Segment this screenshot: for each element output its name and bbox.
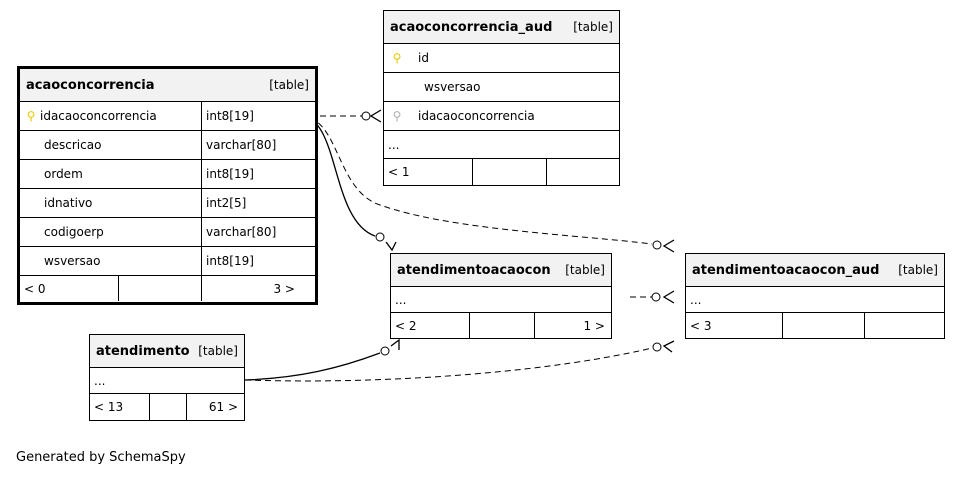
column-type: int2[5] <box>201 189 301 217</box>
rel-atendacao-aud-crowfoot-1 <box>662 239 675 253</box>
primary-key-icon: ⚲ <box>392 51 402 65</box>
column-row-codigoerp[interactable]: codigoerp varchar[80] <box>20 218 315 247</box>
parents-count[interactable]: 3 > <box>201 276 301 301</box>
column-name: ordem <box>44 167 83 181</box>
column-row-wsversao[interactable]: wsversao int8[19] <box>20 247 315 276</box>
rel-atend-atendacao-aud-end-circle <box>652 342 662 352</box>
column-row-idnativo[interactable]: idnativo int2[5] <box>20 189 315 218</box>
table-footer: < 13 61 > <box>90 394 244 420</box>
column-row-wsversao[interactable]: wsversao <box>384 73 619 102</box>
column-row-idacaoconcorrencia[interactable]: ⚲ idacaoconcorrencia int8[19] <box>20 102 315 131</box>
rel-atendacao-aud-end-circle-1 <box>652 240 662 250</box>
table-header: atendimentoacaocon [table] <box>391 254 611 287</box>
table-footer: < 0 3 > <box>20 276 315 301</box>
column-type: int8[19] <box>201 102 301 130</box>
column-type: varchar[80] <box>201 218 301 246</box>
children-count[interactable]: < 2 <box>395 318 417 333</box>
column-row-id[interactable]: ⚲ id <box>384 44 619 73</box>
table-footer: < 2 1 > <box>391 313 611 338</box>
table-footer: < 3 <box>686 313 944 338</box>
more-columns-row: ... <box>686 287 944 313</box>
column-row-idacaoconcorrencia[interactable]: ⚲ idacaoconcorrencia <box>384 102 619 131</box>
table-acaoconcorrencia[interactable]: acaoconcorrencia [table] ⚲ idacaoconcorr… <box>17 66 318 305</box>
more-columns-row: ... <box>391 287 611 313</box>
table-acaoconcorrencia-aud[interactable]: acaoconcorrencia_aud [table] ⚲ id wsvers… <box>383 10 620 186</box>
rel-atend-atendacao-aud-crowfoot <box>662 340 675 353</box>
rel-atendacao-crowfoot <box>385 241 397 252</box>
table-atendimentoacaocon[interactable]: atendimentoacaocon [table] ... < 2 1 > <box>390 253 612 339</box>
table-kind: [table] <box>573 20 613 34</box>
more-columns-row: ... <box>384 131 619 159</box>
foreign-key-icon: ⚲ <box>392 109 402 123</box>
more-columns: ... <box>388 137 400 152</box>
children-count[interactable]: < 0 <box>24 281 46 296</box>
rel-atend-atendacao-end-circle <box>380 346 390 356</box>
table-kind: [table] <box>565 263 605 277</box>
column-name: wsversao <box>424 80 481 94</box>
more-columns: ... <box>395 292 407 307</box>
rel-atend-atendacao-crowfoot <box>390 338 400 350</box>
table-name: atendimentoacaocon_aud <box>692 262 880 278</box>
table-header: acaoconcorrencia [table] <box>20 69 315 102</box>
column-name: descricao <box>44 138 102 152</box>
rel-atendacao-end-circle <box>375 232 385 242</box>
rel-atendacao-aud-crowfoot-2 <box>662 290 675 304</box>
table-name: acaoconcorrencia_aud <box>390 19 553 35</box>
parents-count[interactable]: 61 > <box>186 394 244 420</box>
column-name: idacaoconcorrencia <box>418 109 535 123</box>
table-footer: < 1 <box>384 159 619 185</box>
rel-atend-to-atendacao <box>244 352 381 381</box>
table-header: atendimento [table] <box>90 335 244 368</box>
rel-atend-to-atendacao-aud <box>244 347 653 382</box>
column-name: id <box>418 51 429 65</box>
table-name: atendimentoacaocon <box>397 262 551 278</box>
table-atendimentoacaocon-aud[interactable]: atendimentoacaocon_aud [table] ... < 3 <box>685 253 945 339</box>
column-type: int8[19] <box>201 247 301 275</box>
table-kind: [table] <box>269 78 309 92</box>
more-columns: ... <box>94 373 106 388</box>
generated-by-label: Generated by SchemaSpy <box>16 450 186 465</box>
parents-count[interactable] <box>864 313 944 338</box>
table-header: acaoconcorrencia_aud [table] <box>384 11 619 44</box>
parents-count[interactable]: 1 > <box>534 313 611 338</box>
rel-acao-aud-crowfoot <box>369 109 382 123</box>
column-name: wsversao <box>44 254 101 268</box>
table-name: acaoconcorrencia <box>26 77 155 93</box>
children-count[interactable]: < 13 <box>94 400 124 414</box>
column-name: codigoerp <box>44 225 104 239</box>
table-atendimento[interactable]: atendimento [table] ... < 13 61 > <box>89 334 245 421</box>
table-name: atendimento <box>96 343 190 359</box>
primary-key-icon: ⚲ <box>26 109 36 123</box>
column-name: idnativo <box>44 196 93 210</box>
children-count[interactable]: < 3 <box>690 318 712 333</box>
rel-atendacao-aud-end-circle-2 <box>651 292 661 302</box>
more-columns: ... <box>690 292 702 307</box>
table-kind: [table] <box>198 344 238 358</box>
more-columns-row: ... <box>90 368 244 394</box>
table-kind: [table] <box>898 263 938 277</box>
column-name: idacaoconcorrencia <box>40 109 157 123</box>
parents-count[interactable] <box>546 159 619 185</box>
children-count[interactable]: < 1 <box>388 165 410 179</box>
column-type: varchar[80] <box>201 131 301 159</box>
rel-acao-aud-end-circle <box>361 111 371 121</box>
column-row-ordem[interactable]: ordem int8[19] <box>20 160 315 189</box>
column-type: int8[19] <box>201 160 301 188</box>
table-header: atendimentoacaocon_aud [table] <box>686 254 944 287</box>
column-row-descricao[interactable]: descricao varchar[80] <box>20 131 315 160</box>
